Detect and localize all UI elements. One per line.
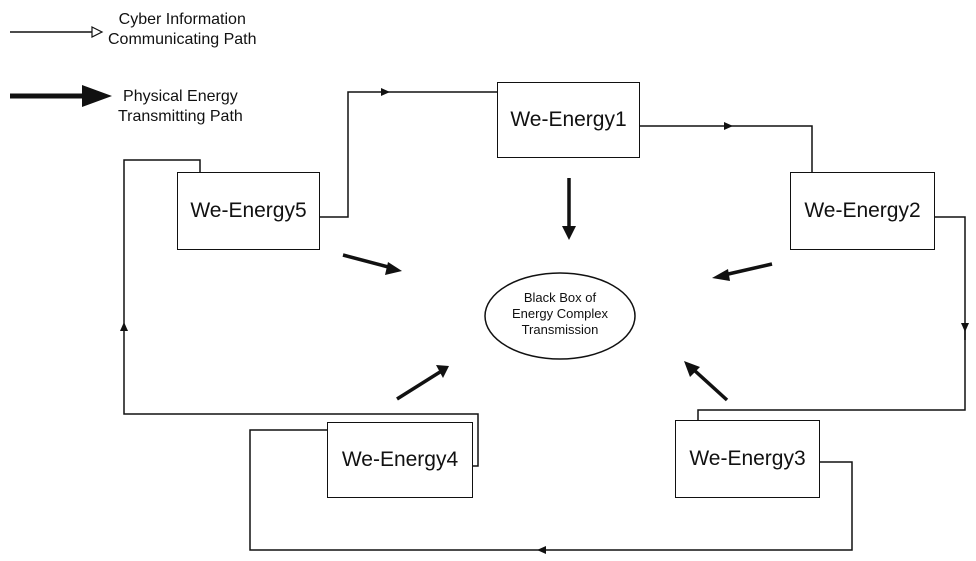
legend-physical-label: Physical Energy Transmitting Path bbox=[118, 87, 243, 127]
node-we-energy3: We-Energy3 bbox=[675, 420, 820, 498]
arrow-we5-center bbox=[342, 253, 393, 270]
arrow-we4-center bbox=[396, 370, 441, 401]
path-we5-we1 bbox=[320, 91, 497, 218]
path-we2-we3 bbox=[935, 216, 966, 340]
path-we2-we3-b bbox=[697, 330, 966, 420]
node-we-energy4: We-Energy4 bbox=[327, 422, 473, 498]
legend-cyber-line2: Communicating Path bbox=[108, 31, 257, 48]
black-box-line1: Black Box of bbox=[523, 290, 597, 305]
cyber-arrowheads bbox=[120, 88, 969, 554]
legend-physical-line2: Transmitting Path bbox=[118, 108, 243, 125]
path-we1-we2 bbox=[640, 125, 813, 172]
physical-arrows bbox=[342, 178, 773, 402]
black-box-ellipse bbox=[484, 272, 636, 360]
legend-cyber-line bbox=[10, 26, 104, 38]
legend-cyber-line1: Cyber Information bbox=[118, 11, 246, 28]
node-we-energy5: We-Energy5 bbox=[177, 172, 320, 250]
node-we-energy2: We-Energy2 bbox=[790, 172, 935, 250]
black-box-label: Black Box of Energy Complex Transmission bbox=[500, 290, 620, 338]
legend-physical-arrow bbox=[10, 85, 112, 107]
black-box-line3: Transmission bbox=[521, 322, 599, 337]
legend-cyber-label: Cyber Information Communicating Path bbox=[108, 10, 257, 50]
arrow-we3-center bbox=[692, 368, 729, 402]
path-we3-we4 bbox=[249, 429, 853, 551]
cyber-paths bbox=[123, 91, 966, 551]
node-we-energy1: We-Energy1 bbox=[497, 82, 640, 158]
physical-arrowheads bbox=[385, 226, 730, 378]
black-box-line2: Energy Complex bbox=[511, 306, 609, 321]
arrow-we2-center bbox=[723, 262, 773, 277]
path-we4-we5 bbox=[123, 159, 479, 467]
legend-physical-line1: Physical Energy bbox=[123, 88, 238, 105]
